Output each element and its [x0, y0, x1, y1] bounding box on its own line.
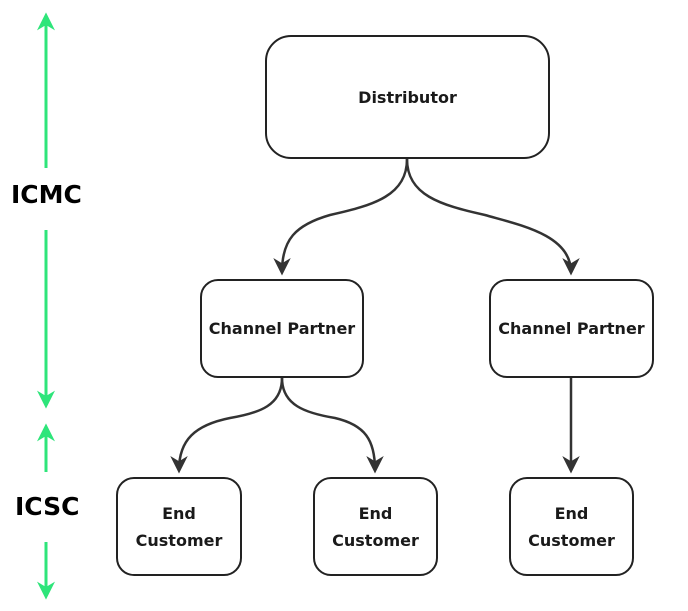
channel-partner-right-label: Channel Partner: [498, 319, 645, 338]
connector-distributor-to-cp-left: [273, 158, 409, 276]
end-customer-1-line-1: End: [162, 503, 196, 523]
level-label-icmc: ICMC: [11, 180, 82, 209]
end-customer-node-3: End Customer: [509, 477, 634, 576]
end-customer-1-line-2: Customer: [135, 530, 223, 550]
end-customer-2-line-2: Customer: [332, 530, 419, 550]
channel-partner-node-left: Channel Partner: [200, 279, 364, 378]
channel-partner-left-label: Channel Partner: [208, 319, 356, 338]
connector-distributor-to-cp-right: [405, 158, 580, 276]
distributor-label: Distributor: [358, 87, 457, 107]
distributor-node: Distributor: [265, 35, 550, 159]
end-customer-3-line-2: Customer: [528, 530, 615, 550]
end-customer-node-2: End Customer: [313, 477, 438, 576]
channel-partner-node-right: Channel Partner: [489, 279, 654, 378]
end-customer-node-1: End Customer: [116, 477, 242, 576]
connector-cp-left-to-ec-2: [280, 377, 384, 474]
level-label-icsc: ICSC: [15, 492, 80, 521]
connector-cp-left-to-ec-1: [170, 377, 284, 474]
end-customer-2-line-1: End: [358, 503, 393, 523]
end-customer-3-line-1: End: [554, 503, 589, 523]
